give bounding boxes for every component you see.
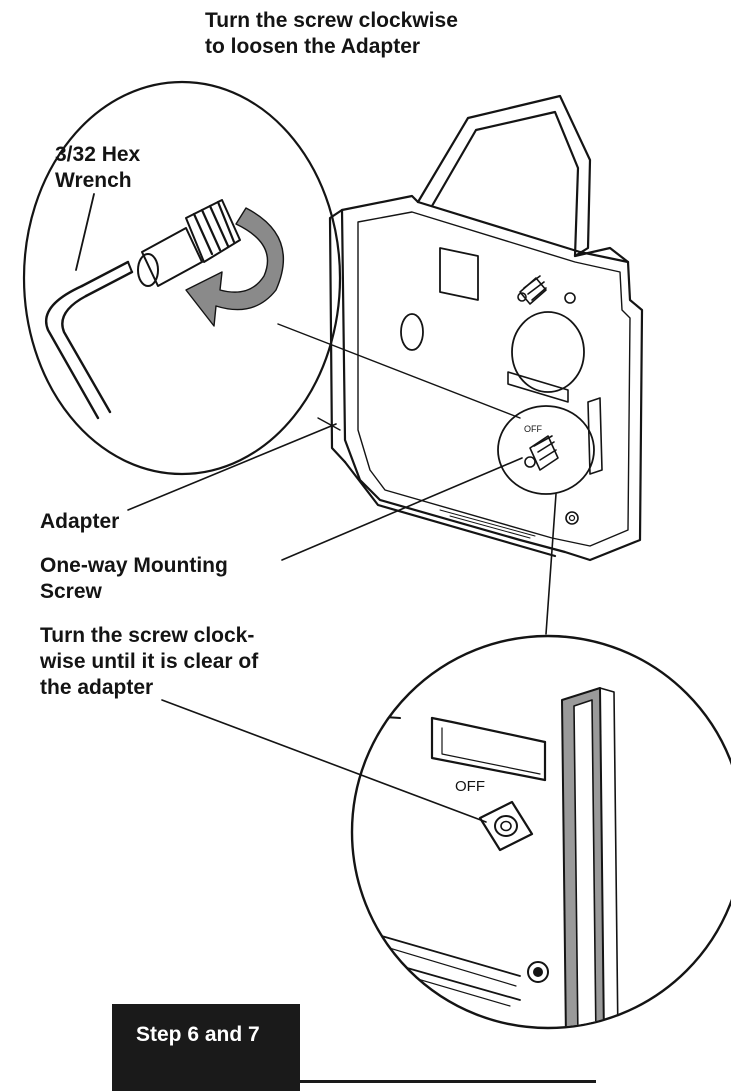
step-badge: Step 6 and 7 <box>112 1004 300 1091</box>
adapter-leader-line <box>127 423 337 511</box>
magnifier-connector-line <box>545 493 557 635</box>
svg-text:OFF: OFF <box>524 424 542 434</box>
adapter-label: Adapter <box>40 510 120 533</box>
mounting-screw-label: One-way Mounting Screw <box>40 554 228 603</box>
large-detail-circle: OFF <box>350 634 731 1030</box>
hex-wrench-detail <box>22 80 521 476</box>
hex-wrench-label: 3/32 Hex Wrench <box>55 143 141 192</box>
top-instruction-text: Turn the screw clockwise to loosen the A… <box>205 9 458 58</box>
clockwise-arrow-icon <box>185 207 284 327</box>
step-underline-rule <box>112 1080 596 1083</box>
svg-text:OFF: OFF <box>455 778 485 795</box>
clear-leader-line <box>161 699 487 823</box>
clear-instruction-text: Turn the screw clock- wise until it is c… <box>40 624 259 699</box>
step-label: Step 6 and 7 <box>136 1023 260 1046</box>
adapter-body: OFF <box>328 94 644 562</box>
small-magnifier-circle <box>497 405 595 495</box>
screw-leader-line <box>281 457 523 561</box>
